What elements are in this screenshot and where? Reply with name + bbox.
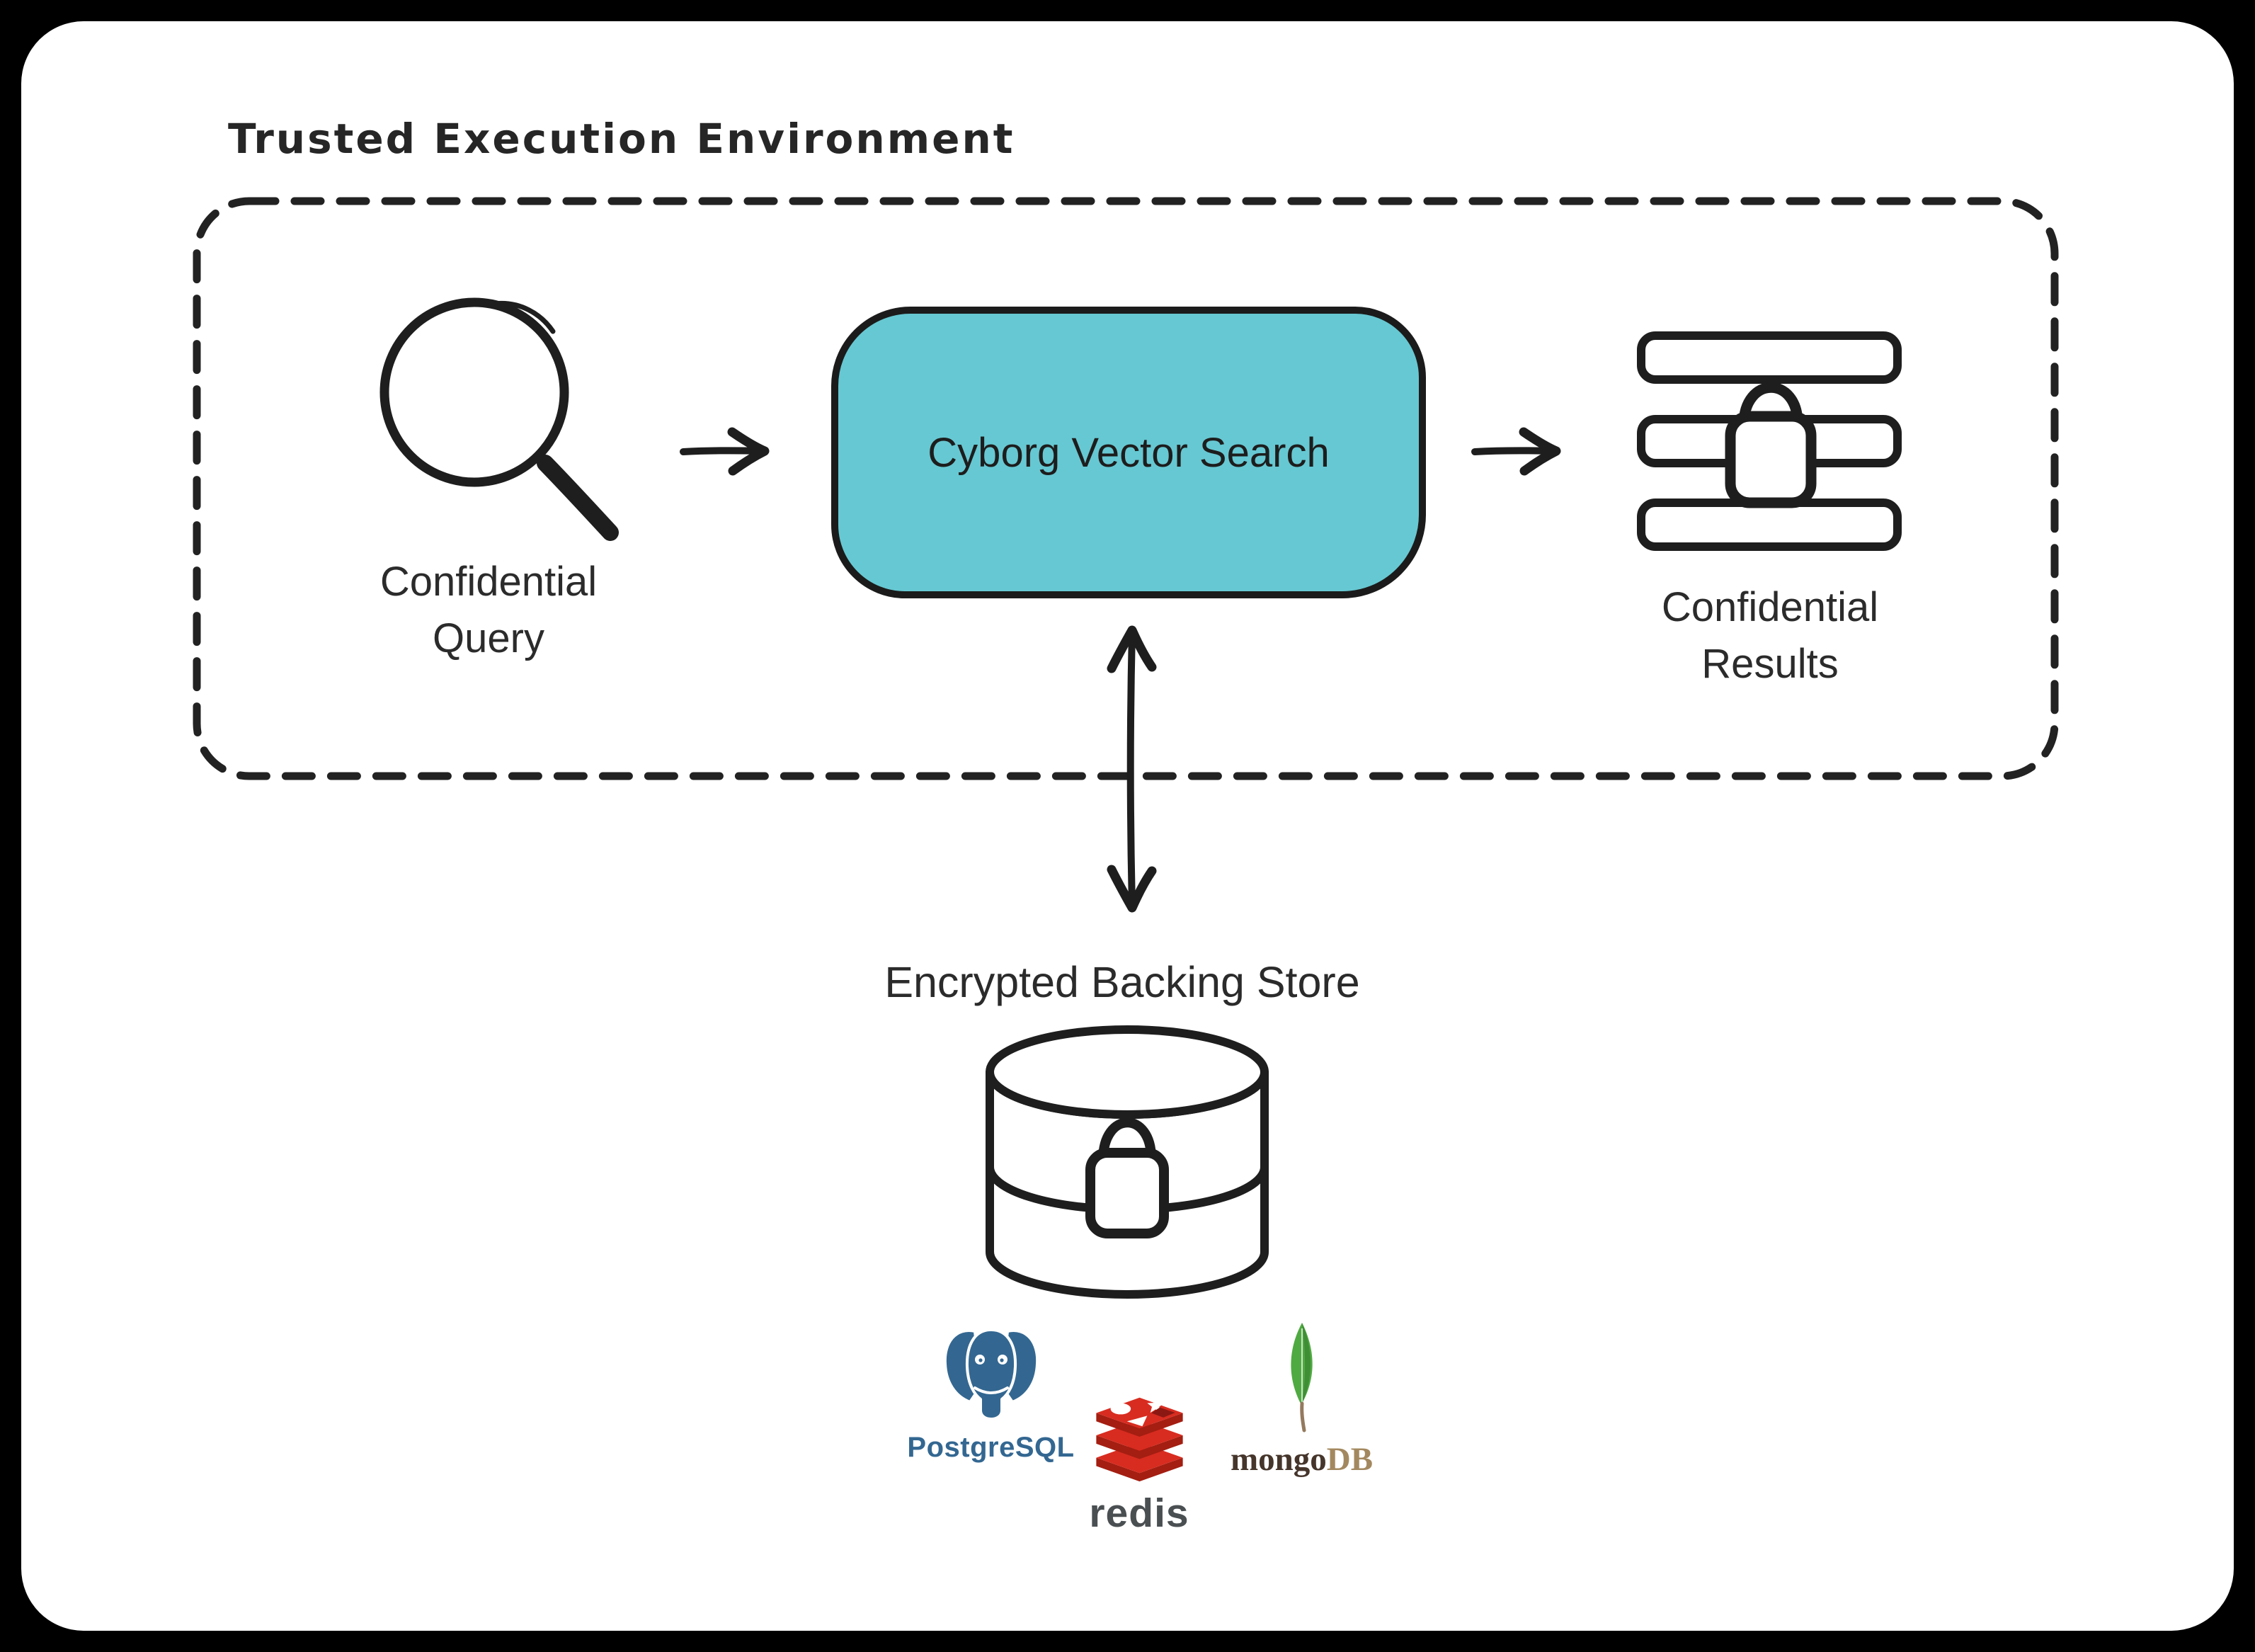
- arrow-vertical-double-icon: [1107, 625, 1157, 913]
- mongodb-leaf-icon: [1290, 1323, 1313, 1432]
- arrow-right-icon: [680, 427, 770, 476]
- mongodb-wordmark-prefix: mongo: [1230, 1441, 1327, 1478]
- encrypted-database-icon: [986, 1025, 1269, 1299]
- cyborg-vector-search-label: Cyborg Vector Search: [927, 429, 1330, 476]
- mongodb-wordmark: mongoDB: [1231, 1440, 1373, 1479]
- mongodb-logo: mongoDB: [1215, 1320, 1388, 1479]
- redis-logo: redis: [1048, 1386, 1231, 1537]
- mongodb-wordmark-suffix: DB: [1326, 1441, 1374, 1478]
- confidential-results-label: Confidential Results: [1593, 579, 1947, 693]
- cyborg-vector-search-box: Cyborg Vector Search: [831, 307, 1426, 598]
- arrow-right-icon: [1471, 427, 1561, 476]
- confidential-query-label: Confidential Query: [312, 554, 666, 667]
- confidential-query-line2: Query: [433, 615, 544, 662]
- tee-dashed-boundary: [193, 197, 2059, 780]
- redis-cubes-icon: [1095, 1396, 1183, 1482]
- postgresql-elephant-icon: [943, 1328, 1039, 1420]
- postgresql-logo: PostgreSQL: [904, 1323, 1078, 1464]
- tee-title: Trusted Execution Environment: [228, 115, 1015, 163]
- encrypted-backing-store-label: Encrypted Backing Store: [884, 958, 1360, 1006]
- redis-wordmark: redis: [1089, 1491, 1189, 1536]
- postgresql-wordmark: PostgreSQL: [907, 1432, 1075, 1463]
- confidential-results-line2: Results: [1701, 641, 1839, 688]
- confidential-results-line1: Confidential: [1661, 584, 1879, 630]
- confidential-query-line1: Confidential: [379, 559, 598, 605]
- locked-results-icon: [1637, 331, 1902, 551]
- magnifying-glass-icon: [379, 297, 619, 541]
